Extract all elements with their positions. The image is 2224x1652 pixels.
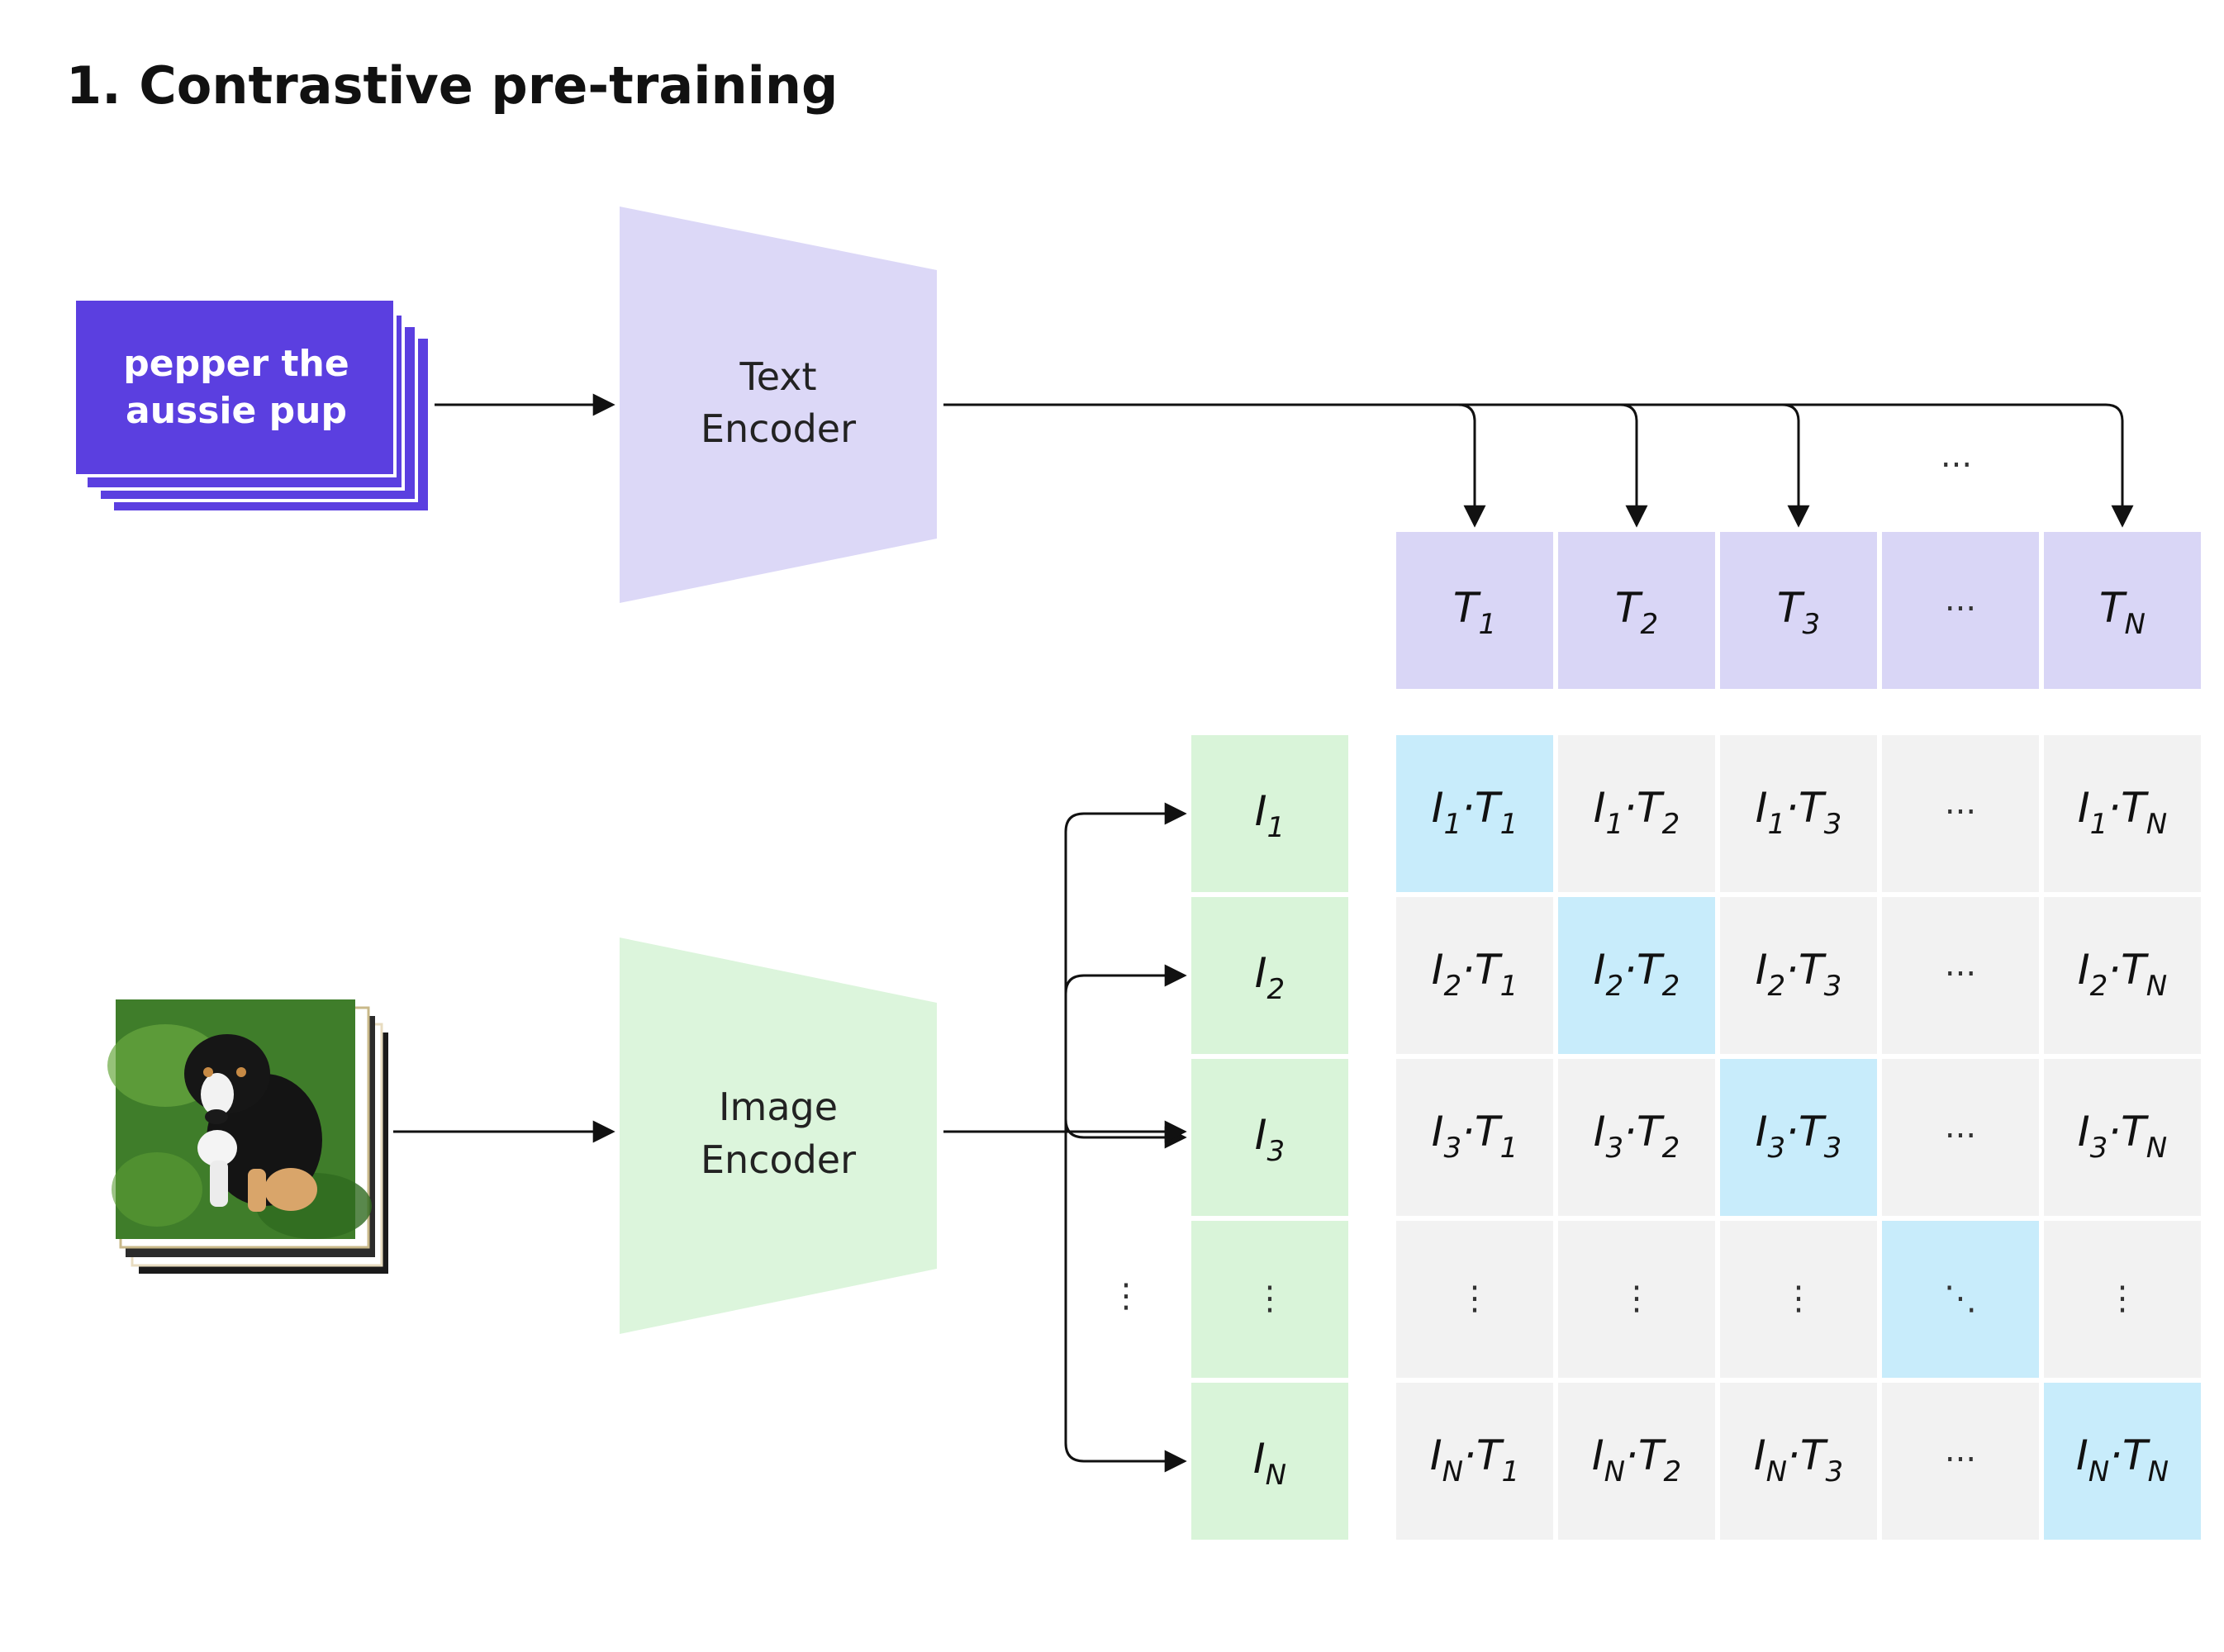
matrix-cell-label: I1·T3 — [1756, 784, 1841, 841]
matrix-cell — [1396, 1059, 1553, 1216]
matrix-cell — [1396, 1383, 1553, 1540]
matrix-cell — [1882, 1059, 2039, 1216]
matrix-cell-label: I3·T2 — [1594, 1108, 1680, 1165]
matrix-cell — [1396, 1221, 1553, 1378]
matrix-cell-label: IN·TN — [2076, 1431, 2169, 1488]
matrix-cell — [1720, 1383, 1877, 1540]
image-arrow-ellipsis: ⋮ — [1110, 1277, 1143, 1315]
text-branch-arrow — [1457, 403, 1486, 528]
text-encoder-line2: Encoder — [701, 406, 856, 451]
matrix-cell-diagonal — [1882, 1221, 2039, 1378]
text-embedding-cell — [1882, 532, 2039, 689]
matrix-cell-ellipsis: ... — [1945, 946, 1976, 984]
image-branch-arrow — [1064, 1442, 1187, 1473]
matrix-cell-label: I3·T3 — [1756, 1108, 1841, 1165]
image-embedding-cell — [1191, 1383, 1348, 1540]
matrix-cell-ellipsis: ⋮ — [1782, 1279, 1815, 1317]
page-title: 1. Contrastive pre-training — [66, 55, 838, 116]
matrix-cell-diagonal — [2044, 1383, 2201, 1540]
text-embedding-arrows — [943, 403, 2134, 528]
text-embedding-cell — [2044, 532, 2201, 689]
matrix-cell — [1720, 1221, 1877, 1378]
matrix-cell — [1558, 1221, 1715, 1378]
image-branch-arrow — [1064, 802, 1187, 833]
matrix-cell — [1882, 897, 2039, 1054]
matrix-cell-ellipsis: ⋮ — [1620, 1279, 1653, 1317]
matrix-cell — [1882, 735, 2039, 892]
matrix-cell-label: I3·T1 — [1432, 1108, 1518, 1165]
matrix-cell — [1558, 1383, 1715, 1540]
text-embedding-label: TN — [2099, 584, 2146, 641]
image-input-stack — [107, 999, 388, 1274]
matrix-cell-diagonal — [1396, 735, 1553, 892]
matrix-cell-label: I1·T2 — [1594, 784, 1680, 841]
matrix-cell — [1882, 1383, 2039, 1540]
matrix-cell-diagonal — [1558, 897, 1715, 1054]
text-embedding-row: T1 T2 T3... TN — [1396, 532, 2201, 689]
text-input-line1: pepper the — [123, 343, 349, 385]
image-embedding-label: I2 — [1255, 949, 1285, 1006]
matrix-cell — [1720, 735, 1877, 892]
matrix-cell-ellipsis: ⋱ — [1944, 1279, 1977, 1317]
text-embedding-label: T1 — [1453, 584, 1496, 641]
matrix-cell — [2044, 1221, 2201, 1378]
matrix-cell-label: IN·T2 — [1592, 1431, 1681, 1488]
image-embedding-label: I3 — [1255, 1111, 1285, 1168]
text-branch-arrow — [1619, 403, 1648, 528]
matrix-cell-label: I2·T1 — [1432, 946, 1518, 1003]
matrix-cell-ellipsis: ⋮ — [1458, 1279, 1491, 1317]
matrix-cell-label: IN·T3 — [1754, 1431, 1843, 1488]
text-branch-arrow — [2105, 403, 2134, 528]
text-arrow-ellipsis: ... — [1941, 437, 1972, 475]
image-embedding-label: I1 — [1255, 787, 1285, 844]
text-encoder: Text Encoder — [620, 206, 937, 603]
image-branch-arrow — [1064, 964, 1187, 995]
text-embedding-ellipsis: ... — [1945, 581, 1976, 619]
matrix-cell — [2044, 1059, 2201, 1216]
matrix-cell — [1396, 897, 1553, 1054]
similarity-matrix: I1·T1 I1·T2 I1·T3... I1·TN I2·T1 I2·T2 I2·T3..… — [1396, 735, 2201, 1540]
image-encoder-line2: Encoder — [701, 1137, 856, 1182]
matrix-cell-label: I2·TN — [2078, 946, 2167, 1003]
image-embedding-arrows — [943, 802, 1187, 1473]
matrix-cell-label: IN·T1 — [1430, 1431, 1519, 1488]
matrix-cell-label: I1·TN — [2078, 784, 2167, 841]
text-embedding-label: T3 — [1777, 584, 1820, 641]
text-branch-arrow — [1781, 403, 1810, 528]
image-embedding-cell — [1191, 1221, 1348, 1378]
image-embedding-cell — [1191, 1059, 1348, 1216]
matrix-cell-ellipsis: ⋮ — [2106, 1279, 2139, 1317]
image-encoder-line1: Image — [719, 1085, 838, 1129]
matrix-cell — [1558, 735, 1715, 892]
image-embedding-cell — [1191, 735, 1348, 892]
dog-photo — [107, 999, 372, 1239]
image-branch-arrow — [1064, 1118, 1187, 1149]
text-embedding-cell — [1558, 532, 1715, 689]
text-input-line2: aussie pup — [126, 390, 347, 432]
matrix-cell — [1558, 1059, 1715, 1216]
image-embedding-ellipsis: ⋮ — [1253, 1279, 1286, 1317]
matrix-cell-ellipsis: ... — [1945, 784, 1976, 822]
image-encoder: Image Encoder — [620, 938, 937, 1334]
matrix-cell-diagonal — [1720, 1059, 1877, 1216]
matrix-cell-label: I2·T3 — [1756, 946, 1841, 1003]
matrix-cell-label: I2·T2 — [1594, 946, 1680, 1003]
matrix-cell-label: I1·T1 — [1432, 784, 1518, 841]
matrix-cell — [2044, 897, 2201, 1054]
image-embedding-cell — [1191, 897, 1348, 1054]
text-input-stack: pepper the aussie pup — [73, 297, 431, 514]
image-embedding-label: IN — [1253, 1435, 1286, 1492]
text-embedding-cell — [1396, 532, 1553, 689]
matrix-cell-label: I3·TN — [2078, 1108, 2167, 1165]
matrix-cell-ellipsis: ... — [1945, 1108, 1976, 1146]
text-encoder-line1: Text — [739, 354, 816, 399]
matrix-cell-ellipsis: ... — [1945, 1431, 1976, 1469]
text-embedding-cell — [1720, 532, 1877, 689]
text-embedding-label: T2 — [1615, 584, 1658, 641]
matrix-cell — [2044, 735, 2201, 892]
matrix-cell — [1720, 897, 1877, 1054]
